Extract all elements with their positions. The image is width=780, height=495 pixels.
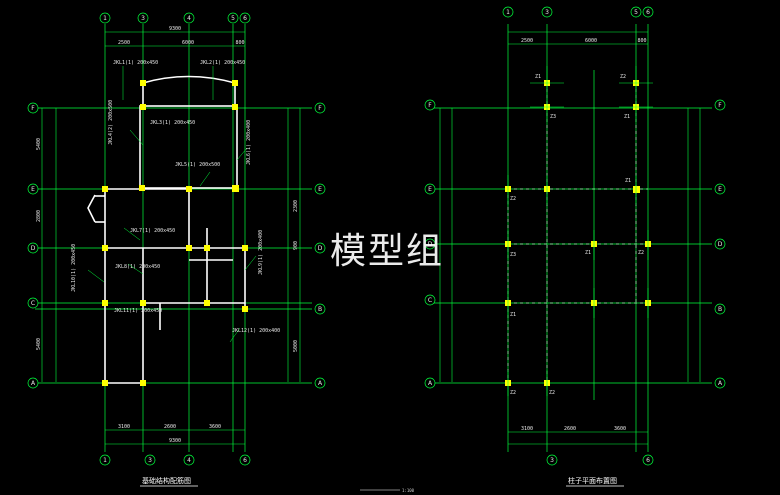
axis-bubble: D: [428, 241, 433, 248]
beam-label: JKL10(1) 200x450: [71, 244, 77, 292]
axis-bubble: B: [718, 306, 722, 313]
column-label: Z2: [549, 390, 555, 396]
axis-bubble: A: [318, 380, 323, 387]
dim-left: 2800: [36, 210, 42, 222]
column-label: Z3: [510, 252, 516, 258]
column-label: Z1: [624, 114, 630, 120]
axis-bubble: 3: [141, 15, 145, 22]
axis-bubble: 3: [545, 9, 549, 16]
axis-bubble: A: [428, 380, 433, 387]
drawing-title: 基础结构配筋图: [142, 476, 191, 485]
dim-right: 2300: [293, 200, 299, 212]
axis-bubble: C: [31, 300, 35, 307]
scale-text: 1:100: [402, 488, 415, 493]
axis-bubble: E: [31, 186, 35, 193]
column-label: Z1: [535, 74, 541, 80]
axis-bubble: 6: [243, 15, 247, 22]
column-label: Z2: [638, 250, 644, 256]
dim-bottom: 3600: [614, 426, 626, 432]
column-label: Z1: [585, 250, 591, 256]
axis-bubble: 3: [550, 457, 554, 464]
dim-top: 800: [235, 40, 244, 46]
axis-bubble: 1: [506, 9, 510, 16]
dim-top: 6000: [585, 38, 597, 44]
axis-bubble: F: [31, 105, 35, 112]
dim-left: 5400: [36, 138, 42, 150]
axis-bubble: C: [428, 297, 432, 304]
dim-left: 5400: [36, 338, 42, 350]
axis-bubble: 6: [646, 9, 650, 16]
axis-bubble: 5: [634, 9, 638, 16]
dim-top: 800: [637, 38, 646, 44]
beam-label: JKL11(1) 200x450: [114, 308, 162, 314]
dim-right: 5000: [293, 340, 299, 352]
beam-label: JKL4(2) 200x500: [108, 100, 114, 145]
axis-bubble: 6: [646, 457, 650, 464]
dim-top: 6000: [182, 40, 194, 46]
dim-top: 2500: [118, 40, 130, 46]
axis-bubble: E: [318, 186, 322, 193]
axis-bubble: 1: [103, 457, 107, 464]
axis-bubble: 5: [231, 15, 235, 22]
axis-bubble: E: [428, 186, 432, 193]
beam-label: JKL1(1) 200x450: [113, 60, 158, 66]
axis-bubble: A: [31, 380, 36, 387]
axis-bubble: F: [718, 102, 722, 109]
beam-label: JKL3(1) 200x450: [150, 120, 195, 126]
beam-label: JKL6(1) 200x400: [246, 120, 252, 165]
dim-bottom: 2600: [164, 424, 176, 430]
column-layout-plan: 1 3 5 6 3 6 F E D C A F E D B A 2500 600…: [424, 6, 726, 487]
dim-bottom: 3100: [118, 424, 130, 430]
axis-bubble: 6: [243, 457, 247, 464]
dim-right: 900: [293, 241, 299, 250]
axis-bubble: F: [318, 105, 322, 112]
beam-label: JKL7(1) 200x450: [130, 228, 175, 234]
axis-bubble: D: [31, 245, 36, 252]
beam-label: JKL12(1) 200x400: [232, 328, 280, 334]
dim-bottom: 3100: [521, 426, 533, 432]
axis-bubble: 4: [187, 457, 191, 464]
foundation-plan: 1 3 4 5 6 1 3 4 6 F E D C A F E D B A: [27, 12, 326, 487]
column-label: Z2: [510, 196, 516, 202]
drawing-title: 柱子平面布置图: [568, 476, 617, 485]
column-label: Z3: [550, 114, 556, 120]
beam-label: JKL8(1) 200x450: [115, 264, 160, 270]
axis-bubble: E: [718, 186, 722, 193]
dim-total-bottom: 9300: [169, 438, 181, 444]
beam-label: JKL5(1) 200x500: [175, 162, 220, 168]
axis-bubble: D: [318, 245, 323, 252]
dim-top: 2500: [521, 38, 533, 44]
axis-bubble: A: [718, 380, 723, 387]
scale-mark: 1:100: [360, 488, 415, 493]
axis-bubble: F: [428, 102, 432, 109]
watermark-text: 模型组: [330, 231, 445, 272]
dim-bottom: 3600: [209, 424, 221, 430]
beam-label: JKL2(1) 200x450: [200, 60, 245, 66]
beam-label: JKL9(1) 200x400: [258, 230, 264, 275]
column-label: Z2: [510, 390, 516, 396]
axis-bubble: 1: [103, 15, 107, 22]
axis-bubble: B: [318, 306, 322, 313]
dim-bottom: 2600: [564, 426, 576, 432]
dim-total-top: 9300: [169, 26, 181, 32]
column-label: Z1: [625, 178, 631, 184]
column-label: Z1: [510, 312, 516, 318]
axis-bubble: 3: [148, 457, 152, 464]
axis-bubble: 4: [187, 15, 191, 22]
column-label: Z2: [620, 74, 626, 80]
axis-bubble: D: [718, 241, 723, 248]
